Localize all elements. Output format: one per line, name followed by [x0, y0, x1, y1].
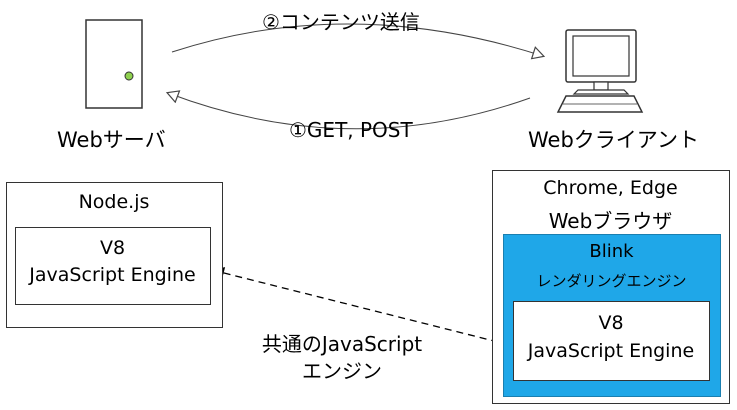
- browser-subtitle: Webブラウザ: [548, 209, 673, 233]
- nodejs-engine-label: JavaScript Engine: [29, 264, 196, 286]
- content-send-arrow: [171, 23, 543, 56]
- shared-engine-arrow: [211, 267, 511, 348]
- request-label: ①GET, POST: [289, 118, 413, 142]
- blink-title: Blink: [589, 241, 634, 262]
- browser-title: Chrome, Edge: [543, 177, 678, 199]
- server-label: Webサーバ: [57, 128, 166, 152]
- content-send-label: ②コンテンツ送信: [262, 10, 420, 34]
- browser-engine-label: JavaScript Engine: [527, 340, 695, 362]
- nodejs-title: Node.js: [78, 191, 150, 213]
- desktop-computer-icon: [556, 29, 644, 113]
- blink-subtitle: レンダリングエンジン: [536, 272, 687, 290]
- browser-box: Chrome, Edge Webブラウザ Blink レンダリングエンジン V8…: [492, 170, 730, 404]
- nodejs-box: Node.js V8 JavaScript Engine: [6, 182, 223, 328]
- blink-box: Blink レンダリングエンジン V8 JavaScript Engine: [503, 234, 721, 397]
- browser-v8-label: V8: [598, 312, 624, 334]
- browser-v8-engine-box: V8 JavaScript Engine: [513, 301, 710, 381]
- request-arrow: [168, 93, 531, 130]
- server-tower-icon: [85, 19, 143, 109]
- nodejs-v8-label: V8: [99, 237, 126, 259]
- nodejs-v8-engine-box: V8 JavaScript Engine: [15, 227, 211, 305]
- client-label: Webクライアント: [528, 128, 699, 152]
- shared-engine-label-line1: 共通のJavaScript: [261, 332, 423, 356]
- shared-engine-label-line2: エンジン: [302, 359, 382, 383]
